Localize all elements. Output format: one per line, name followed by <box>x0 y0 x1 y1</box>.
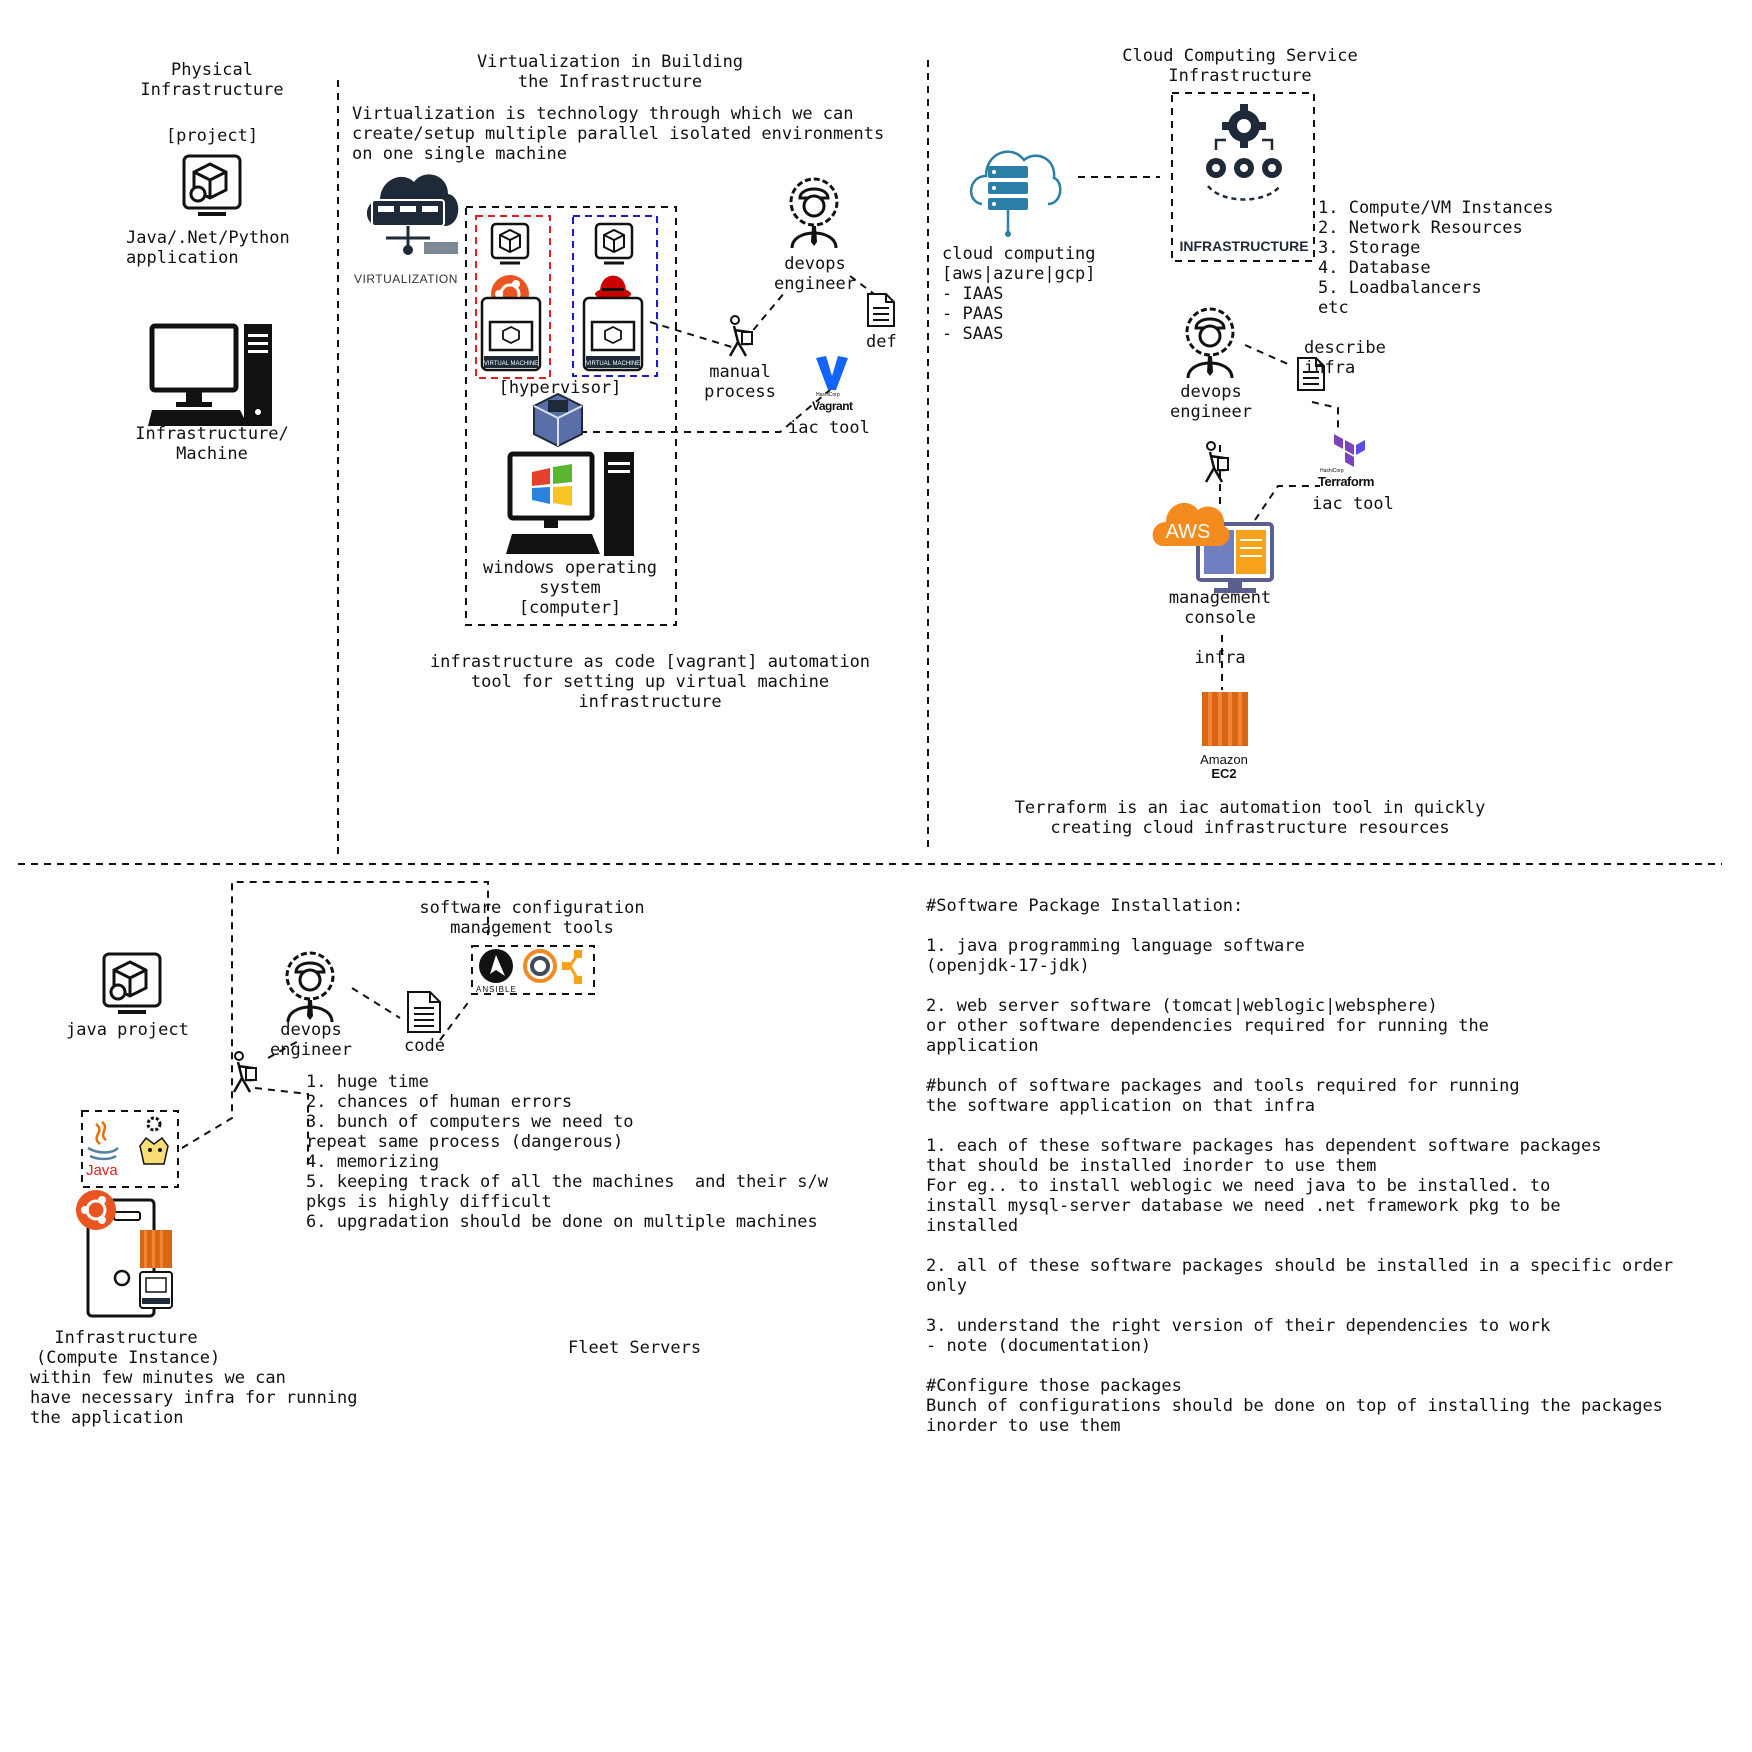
virtualization-caption: infrastructure as code [vagrant] automat… <box>429 652 871 712</box>
terraform-iac-label: iac tool <box>1312 494 1394 514</box>
aws-cloud-icon: AWS <box>1152 502 1230 546</box>
describe-infra-label: describe infra <box>1304 338 1386 378</box>
compute-instance-icon <box>76 1190 173 1318</box>
java-tomcat-icon <box>87 1116 169 1165</box>
def-label: def <box>866 332 897 352</box>
config-devops-label: devops engineer <box>270 1020 352 1060</box>
compute-instance-label: Infrastructure (Compute Instance) <box>36 1328 221 1368</box>
scm-tools-box <box>471 945 595 995</box>
java-project-label: java project <box>66 1020 189 1040</box>
software-installation-notes: #Software Package Installation: 1. java … <box>926 896 1674 1436</box>
hashicorp-text: HashiCorp <box>1320 468 1344 474</box>
desktop-computer-icon <box>148 323 272 426</box>
devops-engineer-label: devops engineer <box>774 254 856 294</box>
cloud-title: Cloud Computing Service Infrastructure <box>1122 46 1358 86</box>
ec2-label: EC2 <box>1211 766 1237 781</box>
infrastructure-box <box>1171 92 1315 262</box>
physical-project-label: [project] <box>165 126 259 146</box>
cloud-computing-text: cloud computing [aws|azure|gcp] - IAAS -… <box>942 244 1096 344</box>
project-package-icon <box>182 154 242 216</box>
terraform-icon <box>1334 434 1365 467</box>
iac-tool-label: iac tool <box>788 418 870 438</box>
puppet-icon <box>562 950 582 984</box>
fleet-servers-label: Fleet Servers <box>568 1338 702 1358</box>
virtualization-logo-text: VIRTUALIZATION <box>354 272 458 286</box>
infra-minutes-note: within few minutes we can have necessary… <box>30 1368 358 1428</box>
machine-label: Infrastructure/ Machine <box>135 424 289 464</box>
vagrant-logo-text: Vagrant <box>812 399 853 413</box>
physical-title: Physical Infrastructure <box>140 60 284 100</box>
manual-worker-icon <box>232 1051 257 1093</box>
manual-worker-icon <box>728 315 753 357</box>
hashicorp-text: HashiCorp <box>816 392 840 398</box>
problems-list: 1. huge time 2. chances of human errors … <box>306 1072 828 1232</box>
document-icon <box>867 293 895 327</box>
virtualization-cloud-icon <box>366 174 459 255</box>
cloud-devops-label: devops engineer <box>1170 382 1252 422</box>
infrastructure-logo-text: INFRASTRUCTURE <box>1179 238 1309 254</box>
ec2-label-amazon: Amazon <box>1200 752 1248 767</box>
code-label: code <box>404 1036 445 1056</box>
management-console-label: management console <box>1168 588 1272 628</box>
ansible-logo-text: ANSIBLE <box>476 985 517 994</box>
app-package-box <box>81 1110 179 1188</box>
physical-app-label: Java/.Net/Python application <box>126 228 290 268</box>
devops-engineer-icon <box>285 951 335 1023</box>
manual-worker-icon <box>1204 441 1229 483</box>
vagrant-icon <box>816 356 848 390</box>
package-icon <box>490 222 530 265</box>
ec2-icon <box>1202 692 1248 746</box>
virtual-machine-icon: VIRTUAL MACHINE <box>480 296 542 372</box>
virtualization-title: Virtualization in Building the Infrastru… <box>476 52 744 92</box>
chef-icon <box>523 949 557 983</box>
management-console-icon <box>1196 522 1274 593</box>
code-document-icon <box>407 991 441 1033</box>
infrastructure-gears-icon <box>1206 104 1282 201</box>
virtual-machine-icon: VIRTUAL MACHINE <box>582 296 644 372</box>
infra-label: infra <box>1194 648 1246 668</box>
java-project-icon <box>102 952 162 1014</box>
terraform-caption: Terraform is an iac automation tool in q… <box>1014 798 1486 838</box>
devops-engineer-icon <box>1185 307 1235 379</box>
vm-label-1: VIRTUAL MACHINE <box>484 361 538 367</box>
ansible-icon <box>479 949 513 983</box>
virtual-box <box>465 206 677 626</box>
virtualization-description: Virtualization is technology through whi… <box>352 104 885 164</box>
aws-logo-text: AWS <box>1166 521 1211 543</box>
scm-tools-title: software configuration management tools <box>419 898 645 938</box>
devops-engineer-icon <box>789 177 839 249</box>
cloud-computing-icon <box>970 150 1062 237</box>
manual-process-label: manual process <box>704 362 776 402</box>
windows-label: windows operating system [computer] <box>483 558 657 618</box>
hypervisor-label: [hypervisor] <box>498 378 622 398</box>
java-logo-text: Java <box>86 1162 118 1179</box>
package-icon <box>594 222 634 265</box>
document-icon <box>1297 357 1325 391</box>
terraform-logo-text: Terraform <box>1318 474 1374 489</box>
virtualbox-icon <box>533 392 583 448</box>
windows-computer-icon <box>506 451 634 556</box>
cloud-resources-list: 1. Compute/VM Instances 2. Network Resou… <box>1318 198 1554 318</box>
vm-label-2: VIRTUAL MACHINE <box>586 361 640 367</box>
